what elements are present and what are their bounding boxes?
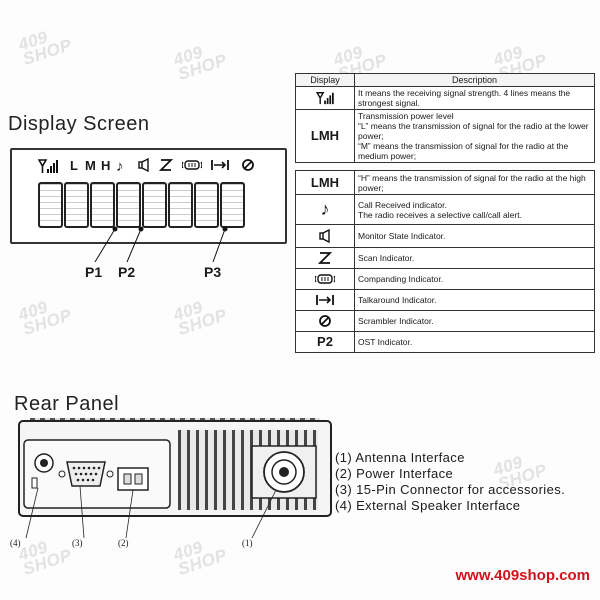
website-url: www.409shop.com: [455, 567, 590, 584]
description-cell: Transmission power level “L” means the t…: [354, 109, 595, 163]
lcd-segment-digit: [90, 182, 115, 228]
description-cell: Monitor State Indicator.: [354, 224, 595, 248]
description-cell: Companding Indicator.: [354, 268, 595, 290]
talkaround-icon: [315, 294, 335, 310]
table-row: It means the receiving signal strength. …: [295, 86, 595, 110]
music-note-icon: ♪: [116, 158, 124, 175]
power-high-indicator: H: [101, 158, 111, 173]
table-row: Scrambler Indicator.: [295, 310, 595, 332]
monitor-speaker-icon: [138, 157, 150, 175]
header-description: Description: [354, 73, 595, 87]
ref-label-1: (1): [242, 538, 253, 548]
description-cell: OST Indicator.: [354, 331, 595, 353]
scrambler-icon: [241, 158, 255, 175]
table-row: ♪ Call Received indicator. The radio rec…: [295, 194, 595, 225]
description-cell: “H” means the transmission of signal for…: [354, 170, 595, 195]
description-cell: Call Received indicator. The radio recei…: [354, 194, 595, 225]
table-row: Companding Indicator.: [295, 268, 595, 290]
symbol-cell: P2: [295, 331, 355, 353]
scrambler-icon: [318, 314, 332, 331]
ref-label-4: (4): [10, 538, 21, 548]
table-header-row: Display Description: [295, 73, 595, 87]
table-row: Monitor State Indicator.: [295, 224, 595, 248]
description-cell: It means the receiving signal strength. …: [354, 86, 595, 110]
callout-p2: P2: [118, 264, 136, 280]
signal-strength-icon: [37, 158, 58, 177]
list-item: (4) External Speaker Interface: [335, 498, 521, 513]
scan-icon: [158, 158, 174, 175]
lcd-segment-digit: [142, 182, 167, 228]
rear-panel-title: Rear Panel: [14, 393, 120, 415]
description-cell: Scrambler Indicator.: [354, 310, 595, 332]
power-medium-indicator: M: [85, 158, 96, 173]
monitor-speaker-icon: [319, 228, 331, 246]
table-row: LMH Transmission power level “L” means t…: [295, 109, 595, 163]
companding-icon: [314, 273, 336, 289]
ref-label-3: (3): [72, 538, 83, 548]
display-legend-table-part1: Display Description It means the receivi…: [295, 73, 595, 163]
lcd-segment-digit: [38, 182, 63, 228]
table-row: LMH “H” means the transmission of signal…: [295, 170, 595, 195]
list-item: (1) Antenna Interface: [335, 450, 465, 465]
callout-lines: [94, 226, 228, 263]
lcd-segment-digit: [168, 182, 193, 228]
ref-label-2: (2): [118, 538, 129, 548]
callout-p3: P3: [204, 264, 222, 280]
table-row: P2 OST Indicator.: [295, 331, 595, 353]
rear-panel-drawing: [23, 439, 317, 539]
lcd-segment-digit: [220, 182, 245, 228]
list-item: (3) 15-Pin Connector for accessories.: [335, 482, 566, 497]
music-note-icon: ♪: [320, 198, 330, 219]
power-low-indicator: L: [70, 158, 78, 173]
symbol-cell: ♪: [295, 194, 355, 225]
signal-strength-icon: [315, 91, 335, 108]
lcd-icon-row: L M H ♪: [37, 157, 278, 178]
table-row: Scan Indicator.: [295, 247, 595, 269]
lcd-segment-digit: [116, 182, 141, 228]
scan-icon: [317, 251, 333, 268]
lcd-segment-digit: [64, 182, 89, 228]
description-cell: Scan Indicator.: [354, 247, 595, 269]
callout-p1: P1: [85, 264, 103, 280]
display-screen-title: Display Screen: [8, 113, 150, 135]
symbol-cell: LMH: [295, 170, 355, 195]
symbol-cell: [295, 86, 355, 110]
lcd-segment-digit: [194, 182, 219, 228]
talkaround-icon: [210, 158, 230, 175]
description-cell: Talkaround Indicator.: [354, 289, 595, 311]
display-legend-table-part2: LMH “H” means the transmission of signal…: [295, 170, 595, 353]
list-item: (2) Power Interface: [335, 466, 454, 481]
table-row: Talkaround Indicator.: [295, 289, 595, 311]
rear-interface-list: (1) Antenna Interface (2) Power Interfac…: [335, 450, 565, 514]
